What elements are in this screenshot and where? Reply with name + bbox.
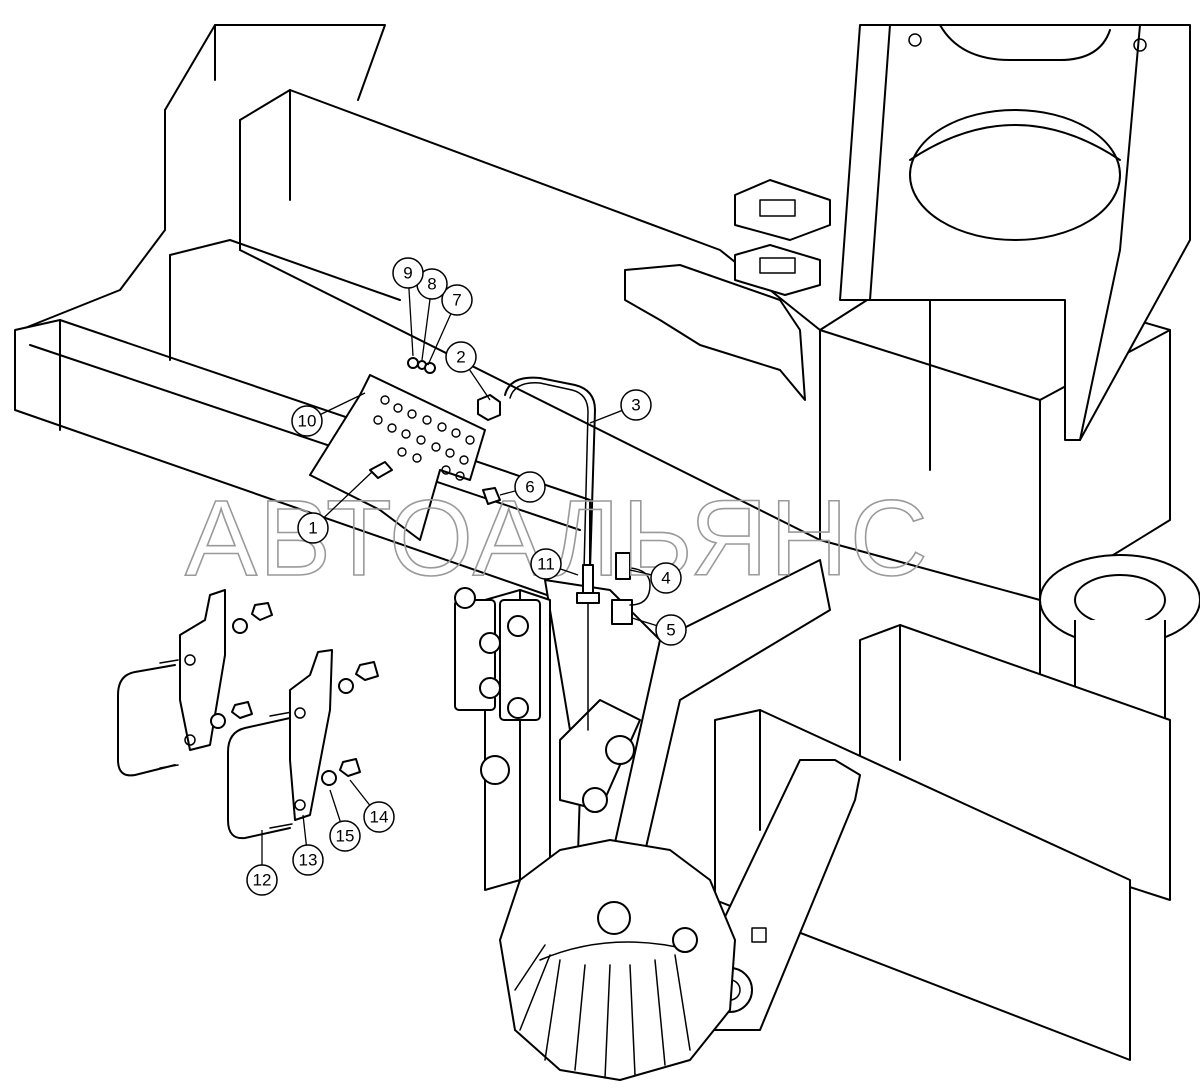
chassis-frame — [14, 24, 1200, 1061]
callout-number-14: 14 — [370, 808, 389, 827]
callout-number-7: 7 — [452, 291, 461, 310]
callout-balloon-14 — [363, 801, 395, 833]
small-fasteners — [407, 357, 436, 374]
callout-balloon-10 — [291, 405, 323, 437]
u-bolt-kit-right — [227, 649, 379, 840]
callout-number-6: 6 — [525, 478, 534, 497]
callout-balloon-4 — [650, 562, 682, 594]
callout-balloon-3 — [620, 389, 652, 421]
callout-number-11: 11 — [537, 555, 555, 574]
callout-number-5: 5 — [666, 621, 675, 640]
mounting-brackets — [454, 587, 698, 953]
callout-balloon-5 — [655, 614, 687, 646]
callout-number-13: 13 — [299, 851, 318, 870]
u-bolt-kit-left — [117, 589, 273, 777]
callout-balloon-7 — [441, 284, 473, 316]
callout-balloon-13 — [292, 844, 324, 876]
callout-number-4: 4 — [661, 569, 670, 588]
callout-balloon-1 — [297, 512, 329, 544]
callout-balloon-12 — [246, 864, 278, 896]
perforated-plate — [309, 374, 486, 541]
callout-number-3: 3 — [631, 396, 640, 415]
callout-number-2: 2 — [456, 348, 465, 367]
callout-number-10: 10 — [298, 412, 317, 431]
watermark-text: АВТОАЛЬЯНС — [185, 477, 930, 598]
callout-balloon-2 — [445, 341, 477, 373]
callout-number-8: 8 — [427, 275, 436, 294]
callout-balloon-9 — [392, 257, 424, 289]
callout-number-9: 9 — [403, 264, 412, 283]
hydraulic-line-assembly — [477, 376, 651, 731]
callout-balloon-11 — [530, 548, 562, 580]
callout-balloon-6 — [514, 471, 546, 503]
callout-number-1: 1 — [308, 519, 317, 538]
callout-balloon-15 — [329, 820, 361, 852]
callout-number-12: 12 — [253, 871, 272, 890]
callout-number-15: 15 — [336, 827, 355, 846]
toothed-wheel — [499, 839, 736, 1081]
